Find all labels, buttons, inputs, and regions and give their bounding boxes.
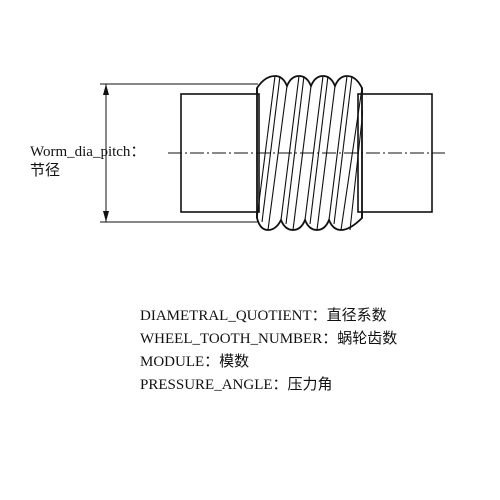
parameter-legend: DIAMETRAL_QUOTIENT：直径系数 WHEEL_TOOTH_NUMB… xyxy=(140,305,397,397)
pitch-diameter-dimension xyxy=(100,83,258,223)
legend-wheel-tooth-number: WHEEL_TOOTH_NUMBER：蜗轮齿数 xyxy=(140,331,398,347)
pitch-diameter-label-zh: 节径 xyxy=(30,163,61,179)
legend-diametral-quotient: DIAMETRAL_QUOTIENT：直径系数 xyxy=(140,308,387,324)
legend-pressure-angle: PRESSURE_ANGLE：压力角 xyxy=(140,377,333,393)
legend-module: MODULE：模数 xyxy=(140,354,250,370)
pitch-diameter-label: Worm_dia_pitch： xyxy=(30,144,146,160)
thread-helix xyxy=(256,75,363,231)
